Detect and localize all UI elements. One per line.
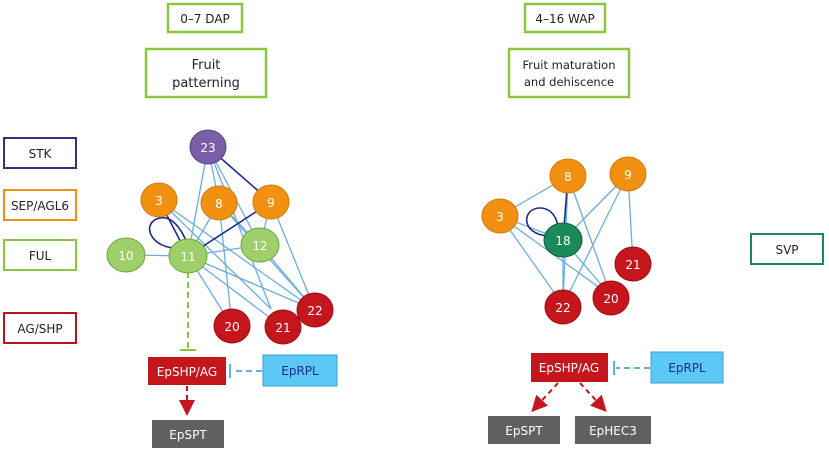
right-node-22: 22 bbox=[544, 289, 582, 325]
svg-text:8: 8 bbox=[564, 170, 572, 184]
left-node-3: 3 bbox=[140, 182, 178, 218]
svg-text:STK: STK bbox=[29, 147, 53, 161]
svg-text:20: 20 bbox=[603, 292, 618, 306]
right-repressor-box: EpRPL bbox=[650, 351, 724, 384]
left-process-box: Fruit patterning bbox=[144, 47, 268, 99]
legend-svp: SVP bbox=[750, 233, 824, 265]
svg-text:9: 9 bbox=[267, 196, 275, 210]
left-node-21: 21 bbox=[264, 309, 302, 345]
left-node-11: 11 bbox=[168, 238, 208, 274]
svg-text:10: 10 bbox=[118, 249, 133, 263]
left-repressor-box: EpRPL bbox=[262, 354, 338, 387]
right-regulator-box: EpSHP/AG bbox=[531, 353, 608, 382]
left-node-23: 23 bbox=[189, 129, 227, 165]
left-node-22: 22 bbox=[296, 292, 334, 328]
svg-text:EpSHP/AG: EpSHP/AG bbox=[157, 365, 217, 379]
right-target-box-1: EpSPT bbox=[488, 416, 560, 444]
left-node-20: 20 bbox=[213, 308, 251, 344]
legend-sep-agl6: SEP/AGL6 bbox=[3, 189, 77, 221]
svg-text:11: 11 bbox=[180, 250, 195, 264]
svg-text:3: 3 bbox=[155, 194, 163, 208]
left-node-10: 10 bbox=[106, 237, 146, 273]
legend-ag-shp: AG/SHP bbox=[3, 312, 77, 344]
right-process-box: Fruit maturation and dehiscence bbox=[507, 47, 631, 99]
svg-text:AG/SHP: AG/SHP bbox=[17, 322, 62, 336]
left-time-label: 0–7 DAP bbox=[180, 12, 230, 26]
left-node-12: 12 bbox=[240, 227, 280, 263]
svg-text:18: 18 bbox=[555, 234, 570, 248]
svg-text:SVP: SVP bbox=[775, 243, 798, 257]
left-process-line2: patterning bbox=[172, 76, 240, 91]
right-activation-arrow-1 bbox=[531, 382, 559, 412]
svg-text:9: 9 bbox=[624, 168, 632, 182]
right-target-box-2: EpHEC3 bbox=[575, 416, 651, 444]
right-process-line1: Fruit maturation bbox=[522, 58, 615, 72]
legend-ful: FUL bbox=[3, 239, 77, 271]
right-node-8: 8 bbox=[549, 158, 587, 194]
svg-text:20: 20 bbox=[224, 320, 239, 334]
right-node-3: 3 bbox=[481, 198, 519, 234]
svg-text:22: 22 bbox=[555, 301, 570, 315]
right-node-18: 18 bbox=[543, 222, 583, 258]
left-regulator-box: EpSHP/AG bbox=[148, 357, 226, 385]
svg-text:EpSPT: EpSPT bbox=[169, 428, 207, 442]
right-node-21: 21 bbox=[614, 246, 652, 282]
right-process-line2: and dehiscence bbox=[524, 75, 614, 89]
svg-text:23: 23 bbox=[200, 141, 215, 155]
svg-text:22: 22 bbox=[307, 304, 322, 318]
svg-text:EpRPL: EpRPL bbox=[668, 361, 706, 375]
left-node-8: 8 bbox=[200, 185, 238, 221]
legend-stk: STK bbox=[3, 137, 77, 169]
svg-text:8: 8 bbox=[215, 197, 223, 211]
left-network-edges bbox=[127, 146, 316, 327]
left-process-line1: Fruit bbox=[192, 58, 221, 73]
svg-text:FUL: FUL bbox=[29, 249, 52, 263]
svg-text:3: 3 bbox=[496, 210, 504, 224]
left-time-box: 0–7 DAP bbox=[166, 2, 244, 34]
svg-text:21: 21 bbox=[275, 321, 290, 335]
left-node-9: 9 bbox=[252, 184, 290, 220]
right-node-9: 9 bbox=[609, 156, 647, 192]
svg-text:EpSHP/AG: EpSHP/AG bbox=[539, 361, 599, 375]
svg-text:12: 12 bbox=[252, 239, 267, 253]
left-target-box: EpSPT bbox=[152, 420, 224, 448]
svg-text:EpHEC3: EpHEC3 bbox=[589, 424, 637, 438]
right-time-label: 4–16 WAP bbox=[535, 12, 594, 26]
svg-text:EpSPT: EpSPT bbox=[505, 424, 543, 438]
svg-text:SEP/AGL6: SEP/AGL6 bbox=[11, 199, 69, 213]
right-node-20: 20 bbox=[592, 280, 630, 316]
svg-text:EpRPL: EpRPL bbox=[281, 364, 319, 378]
right-activation-arrow-2 bbox=[579, 382, 607, 412]
svg-text:21: 21 bbox=[625, 258, 640, 272]
right-time-box: 4–16 WAP bbox=[523, 2, 607, 34]
